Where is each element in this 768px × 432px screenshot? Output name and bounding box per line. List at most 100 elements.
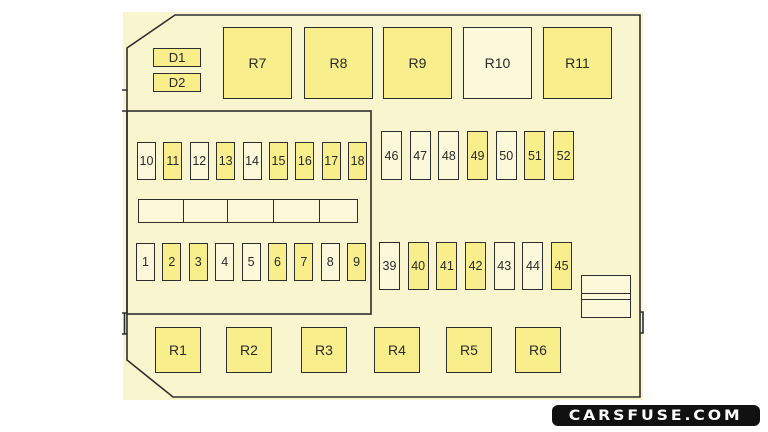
relay-label: R4 (388, 342, 406, 358)
fuse-44: 44 (522, 242, 544, 290)
relay-label: R3 (315, 342, 333, 358)
relay-label: R6 (529, 342, 547, 358)
fuse-label: 17 (324, 154, 339, 168)
fuse-label: 10 (139, 154, 154, 168)
fuse-52: 52 (553, 131, 575, 180)
fuse-14: 14 (242, 142, 262, 180)
fuse-label: 13 (218, 154, 233, 168)
fuse-label: 40 (411, 259, 426, 273)
diode-label: D2 (168, 75, 186, 90)
watermark-logo: CARSFUSE.COM (552, 405, 760, 426)
watermark-text: CARSFUSE.COM (569, 407, 743, 424)
fuse-5: 5 (241, 243, 261, 281)
relay-label: R7 (248, 55, 267, 71)
fuse-2: 2 (162, 243, 182, 281)
fuse-label: 52 (556, 148, 571, 163)
relay-r7: R7 (223, 27, 292, 99)
fuse-4: 4 (215, 243, 235, 281)
fuse-label: 12 (192, 154, 207, 168)
relay-label: R10 (484, 55, 511, 71)
spare-slot (139, 200, 184, 222)
connector-divider (582, 293, 630, 300)
fuse-label: 42 (468, 259, 483, 273)
fuse-3: 3 (188, 243, 208, 281)
fuse-label: 5 (247, 255, 255, 269)
fuse-47: 47 (409, 131, 431, 180)
fuse-label: 14 (245, 154, 260, 168)
relay-r1: R1 (155, 327, 201, 373)
fuse-label: 45 (554, 259, 569, 273)
fuse-18: 18 (348, 142, 368, 180)
fuse-row-1-9: 1 2 3 4 5 6 7 8 9 (136, 243, 367, 281)
relay-r11: R11 (543, 27, 612, 99)
relay-label: R2 (240, 342, 258, 358)
relay-r8: R8 (304, 27, 373, 99)
fuse-row-46-52: 46 47 48 49 50 51 52 (381, 131, 575, 180)
fuse-label: 50 (499, 148, 514, 163)
fuse-48: 48 (438, 131, 460, 180)
fuse-label: 7 (300, 255, 308, 269)
housing-outline (126, 14, 641, 398)
fuse-label: 49 (470, 148, 485, 163)
fuse-40: 40 (407, 242, 429, 290)
diode-d2: D2 (153, 73, 201, 92)
spare-slot (184, 200, 228, 222)
fuse-51: 51 (524, 131, 546, 180)
fuse-7: 7 (294, 243, 314, 281)
spare-slot (320, 200, 357, 222)
connector-block (581, 275, 631, 318)
fuse-16: 16 (295, 142, 315, 180)
fuse-label: 51 (527, 148, 542, 163)
fuse-49: 49 (467, 131, 489, 180)
fuse-row-10-18: 10 11 12 13 14 15 16 17 18 (137, 142, 368, 180)
fuse-label: 16 (297, 154, 312, 168)
spare-slot (274, 200, 320, 222)
relay-label: R9 (408, 55, 427, 71)
fuse-1: 1 (136, 243, 155, 281)
right-mount-bracket (640, 311, 644, 334)
relay-r9: R9 (383, 27, 452, 99)
diode-label: D1 (168, 50, 186, 65)
fuse-label: 41 (439, 259, 454, 273)
left-mount-ticks (122, 89, 127, 335)
fuse-42: 42 (465, 242, 487, 290)
fuse-label: 3 (194, 255, 202, 269)
fuse-45: 45 (551, 242, 573, 290)
fuse-13: 13 (216, 142, 236, 180)
fuse-17: 17 (321, 142, 341, 180)
fuse-label: 4 (221, 255, 229, 269)
relay-label: R1 (169, 342, 187, 358)
spare-fuse-strip (138, 199, 358, 223)
fuse-label: 18 (350, 154, 365, 168)
relay-r2: R2 (226, 327, 272, 373)
fuse-label: 1 (142, 255, 149, 269)
relay-r6: R6 (515, 327, 561, 373)
fuse-label: 46 (384, 148, 399, 163)
fuse-50: 50 (495, 131, 517, 180)
relay-r4: R4 (374, 327, 420, 373)
fuse-10: 10 (137, 142, 156, 180)
fuse-39: 39 (379, 242, 400, 290)
fuse-label: 43 (497, 259, 512, 273)
relay-r5: R5 (446, 327, 492, 373)
fuse-15: 15 (268, 142, 288, 180)
fuse-12: 12 (189, 142, 209, 180)
fuse-row-39-45: 39 40 41 42 43 44 45 (379, 242, 573, 290)
fuse-label: 11 (166, 154, 180, 168)
fuse-label: 48 (441, 148, 456, 163)
fuse-label: 2 (168, 255, 176, 269)
relay-label: R8 (329, 55, 348, 71)
relay-label: R11 (565, 55, 590, 71)
fuse-label: 39 (382, 259, 397, 273)
fuse-panel-outline (126, 110, 372, 315)
spare-slot (228, 200, 274, 222)
relay-label: R5 (460, 342, 478, 358)
fuse-label: 44 (525, 259, 540, 273)
fuse-label: 8 (326, 255, 334, 269)
fuse-9: 9 (347, 243, 367, 281)
fuse-label: 47 (413, 148, 428, 163)
fuse-11: 11 (163, 142, 183, 180)
fuse-8: 8 (320, 243, 340, 281)
fuse-41: 41 (436, 242, 458, 290)
